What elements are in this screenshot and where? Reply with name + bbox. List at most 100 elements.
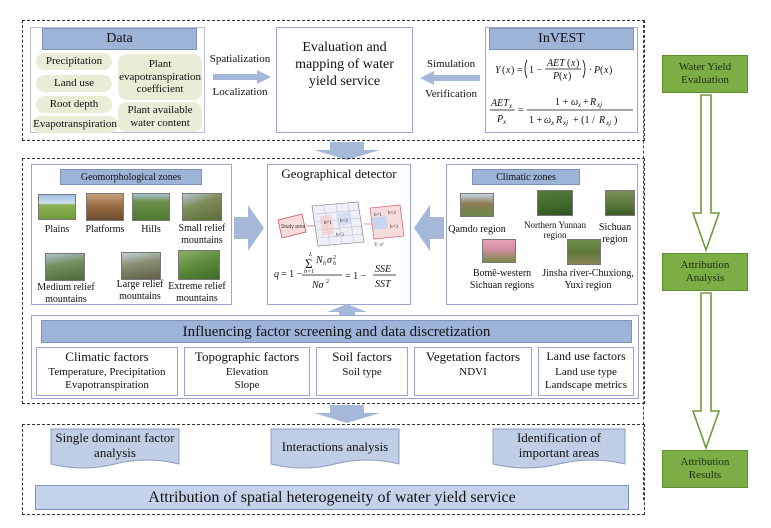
svg-text:q: q bbox=[274, 269, 279, 280]
input-land-use: Land use bbox=[36, 75, 112, 92]
photo-jinsha bbox=[567, 239, 601, 265]
factor-topographic-item: Elevation bbox=[225, 366, 269, 378]
factor-vegetation-name: Vegetation factors bbox=[425, 349, 521, 364]
svg-text:): ) bbox=[609, 65, 612, 76]
svg-text:R: R bbox=[598, 115, 605, 126]
arrow-geomorph-to-detector bbox=[234, 205, 264, 251]
svg-text:AET: AET bbox=[490, 98, 510, 109]
photo-platforms bbox=[86, 193, 124, 221]
zone-platforms: Platforms bbox=[85, 224, 125, 235]
label-simulation: Simulation bbox=[426, 58, 476, 70]
factor-vegetation bbox=[414, 347, 532, 396]
zone-plains: Plains bbox=[44, 224, 70, 235]
detector-grid-label: h=1 bbox=[374, 213, 382, 218]
geomorph-title: Geomorphological zones bbox=[60, 169, 202, 185]
screening-title: Influencing factor screening and data di… bbox=[41, 320, 632, 343]
svg-text:SST: SST bbox=[375, 279, 392, 290]
svg-text:xj: xj bbox=[562, 119, 568, 127]
arrow-from-invest bbox=[420, 71, 480, 85]
label-localization: Localization bbox=[212, 86, 268, 98]
result-interactions: Interactions analysis bbox=[281, 439, 389, 454]
photo-extreme-relief bbox=[178, 250, 220, 280]
side-divider bbox=[643, 20, 644, 500]
label-spatialization: Spatialization bbox=[209, 53, 271, 65]
doc-interactions bbox=[270, 428, 400, 469]
svg-text:P: P bbox=[552, 71, 559, 82]
svg-text:) =: ) = bbox=[511, 65, 523, 76]
svg-text:x: x bbox=[508, 102, 513, 110]
svg-text:(: ( bbox=[502, 65, 506, 76]
svg-text:+: + bbox=[583, 97, 589, 108]
factor-vegetation-item: NDVI bbox=[459, 366, 487, 378]
input-evapotranspiration: Evapotranspiration bbox=[32, 116, 118, 133]
svg-text:x: x bbox=[603, 65, 609, 76]
zone-bome: Bomê-western Sichuan regions bbox=[469, 268, 535, 291]
geomorph-panel bbox=[31, 164, 232, 305]
svg-text:1 +: 1 + bbox=[555, 97, 569, 108]
svg-text:Y: Y bbox=[495, 65, 502, 76]
detector-grid-label: Y, σ² bbox=[374, 242, 384, 248]
detector-grid-label: h=3 bbox=[390, 225, 398, 230]
svg-text:x: x bbox=[550, 119, 555, 127]
detector-title: Geographical detector bbox=[281, 166, 397, 181]
detector-grid-label: h=3 bbox=[336, 233, 344, 238]
factor-land-use bbox=[538, 347, 634, 396]
svg-text:+ (1 /: + (1 / bbox=[573, 115, 595, 126]
svg-text:AET: AET bbox=[546, 58, 566, 69]
side-label-attribution-analysis: Attribution Analysis bbox=[662, 253, 748, 291]
input-plant-et-coefficient: Plant evapotranspiration coefficient bbox=[118, 54, 202, 100]
zone-northern-yunnan: Northern Yunnan region bbox=[524, 220, 586, 241]
down-arrow-2 bbox=[314, 405, 380, 423]
factor-soil-item: Soil type bbox=[342, 366, 382, 378]
photo-sichuan bbox=[605, 190, 635, 216]
detector-grid-label: h=2 bbox=[340, 219, 348, 224]
svg-text:Σ: Σ bbox=[305, 256, 313, 271]
svg-text:x: x bbox=[505, 65, 511, 76]
svg-text:h: h bbox=[333, 261, 336, 267]
water-yield-section bbox=[22, 20, 645, 141]
photo-small-relief bbox=[182, 193, 222, 221]
input-plant-water-content: Plant available water content bbox=[118, 102, 202, 132]
svg-text:R: R bbox=[555, 115, 562, 126]
formula-sum-upper: L bbox=[308, 252, 313, 258]
doc-single-factor bbox=[50, 428, 180, 469]
svg-text:xj: xj bbox=[596, 101, 602, 109]
factor-topographic bbox=[184, 347, 310, 396]
svg-text:= 1 −: = 1 − bbox=[281, 269, 303, 280]
svg-text:P: P bbox=[593, 65, 600, 76]
svg-text:=: = bbox=[518, 105, 524, 116]
svg-text:1 −: 1 − bbox=[529, 65, 543, 76]
factor-soil-name: Soil factors bbox=[332, 349, 392, 364]
attribution-results-section bbox=[22, 424, 645, 515]
attribution-analysis-section bbox=[22, 158, 645, 404]
arrow-climatic-to-detector bbox=[414, 205, 444, 251]
climatic-panel bbox=[446, 164, 638, 305]
svg-text:1 +: 1 + bbox=[529, 115, 543, 126]
svg-text:2: 2 bbox=[333, 255, 336, 261]
factor-topographic-name: Topographic factors bbox=[194, 349, 300, 364]
svg-text:N: N bbox=[315, 255, 324, 266]
svg-text:Nσ: Nσ bbox=[311, 280, 325, 291]
svg-text:(: ( bbox=[559, 71, 563, 82]
zone-medium-relief: Medium relief mountains bbox=[37, 282, 95, 305]
svg-text:(: ( bbox=[600, 65, 604, 76]
svg-text:SSE: SSE bbox=[375, 264, 391, 275]
input-precipitation: Precipitation bbox=[36, 53, 112, 70]
detector-grid-label: h=1 bbox=[324, 221, 332, 226]
factor-soil bbox=[316, 347, 408, 396]
factor-climatic-name: Climatic factors bbox=[65, 349, 149, 364]
photo-medium-relief bbox=[45, 253, 85, 281]
photo-hills bbox=[132, 193, 170, 221]
detector-grid-illustration: Study area h=1 h=2 h=3 h=1 h=2 h=3 Y, σ² bbox=[277, 201, 405, 248]
detector-grid-label: Study area bbox=[281, 224, 305, 230]
invest-title: InVEST bbox=[489, 28, 634, 50]
photo-plains bbox=[38, 194, 76, 220]
svg-text:x: x bbox=[502, 118, 507, 126]
side-label-water-yield: Water Yield Evaluation bbox=[662, 55, 748, 93]
factor-climatic-item: Evapotranspiration bbox=[65, 379, 149, 391]
climatic-title: Climatic zones bbox=[472, 169, 580, 185]
factor-climatic bbox=[36, 347, 178, 396]
svg-text:·: · bbox=[589, 65, 592, 76]
svg-text:2: 2 bbox=[326, 279, 329, 285]
